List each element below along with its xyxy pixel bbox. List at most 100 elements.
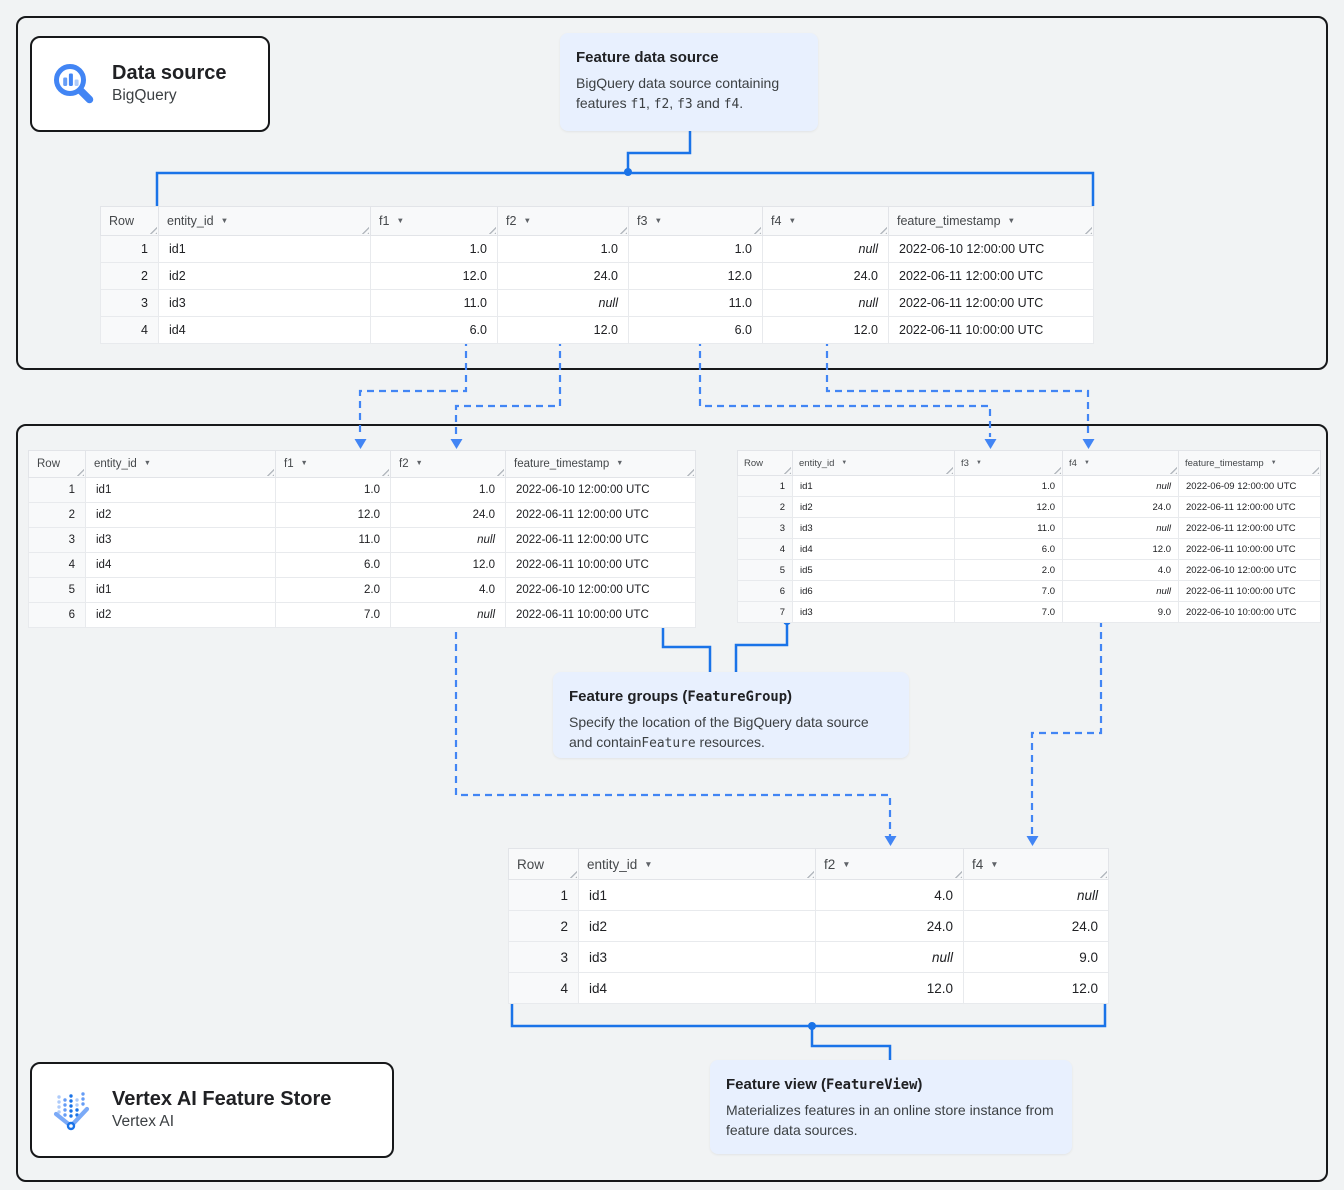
table-cell: id3 bbox=[578, 941, 816, 973]
table-cell: null bbox=[497, 289, 629, 317]
table-cell: 2022-06-11 12:00:00 UTC bbox=[505, 527, 696, 553]
column-resize-grip-icon[interactable] bbox=[782, 465, 791, 474]
column-dropdown-icon[interactable]: ▼ bbox=[654, 216, 663, 225]
column-dropdown-icon[interactable]: ▼ bbox=[1270, 459, 1277, 466]
column-resize-grip-icon[interactable] bbox=[618, 225, 627, 234]
table-cell: 2022-06-10 12:00:00 UTC bbox=[888, 235, 1094, 263]
column-resize-grip-icon[interactable] bbox=[495, 467, 504, 476]
column-dropdown-icon[interactable]: ▼ bbox=[975, 459, 982, 466]
table-cell: null bbox=[1062, 475, 1179, 497]
text-segment: . bbox=[739, 95, 744, 112]
column-resize-grip-icon[interactable] bbox=[685, 467, 694, 476]
table-cell: 7.0 bbox=[954, 601, 1063, 623]
column-resize-grip-icon[interactable] bbox=[878, 225, 887, 234]
column-resize-grip-icon[interactable] bbox=[1098, 869, 1107, 878]
column-label: f3 bbox=[961, 457, 969, 469]
column-dropdown-icon[interactable]: ▼ bbox=[616, 459, 624, 467]
column-dropdown-icon[interactable]: ▼ bbox=[300, 459, 308, 467]
table-cell: 4.0 bbox=[815, 879, 964, 911]
table-cell: id5 bbox=[792, 559, 955, 581]
table-cell: id4 bbox=[578, 972, 816, 1004]
column-dropdown-icon[interactable]: ▼ bbox=[396, 216, 405, 225]
table-cell: 2.0 bbox=[275, 577, 391, 603]
callout-body: Specify the location of the BigQuery dat… bbox=[569, 712, 893, 754]
table-cell: 6.0 bbox=[275, 552, 391, 578]
table-cell: null bbox=[1062, 517, 1179, 539]
table-cell: id3 bbox=[85, 527, 276, 553]
column-dropdown-icon[interactable]: ▼ bbox=[644, 858, 653, 869]
text-segment: resources. bbox=[695, 734, 765, 751]
table-cell: null bbox=[390, 602, 506, 628]
card-subtitle: BigQuery bbox=[112, 87, 177, 105]
row-number-cell: 5 bbox=[737, 559, 793, 581]
feature-store-section-frame bbox=[16, 424, 1328, 1182]
column-header-feature_timestamp: feature_timestamp ▼ bbox=[888, 206, 1094, 236]
column-dropdown-icon[interactable]: ▼ bbox=[220, 216, 229, 225]
column-dropdown-icon[interactable]: ▼ bbox=[1083, 459, 1090, 466]
column-label: feature_timestamp bbox=[1185, 457, 1264, 469]
column-resize-grip-icon[interactable] bbox=[360, 225, 369, 234]
column-resize-grip-icon[interactable] bbox=[1310, 465, 1319, 474]
column-resize-grip-icon[interactable] bbox=[752, 225, 761, 234]
column-header-f2: f2▼ bbox=[497, 206, 629, 236]
column-dropdown-icon[interactable]: ▼ bbox=[523, 216, 532, 225]
text-segment: Materializes features in an online store… bbox=[726, 1102, 1054, 1139]
table-cell: id6 bbox=[792, 580, 955, 602]
table-cell: 12.0 bbox=[963, 972, 1109, 1004]
column-dropdown-icon[interactable]: ▼ bbox=[990, 858, 999, 869]
table-cell: null bbox=[1062, 580, 1179, 602]
text-segment: BigQuery data source containing features bbox=[576, 75, 780, 112]
table-cell: null bbox=[815, 941, 964, 973]
column-label: Row bbox=[109, 214, 135, 228]
table-cell: 24.0 bbox=[762, 262, 889, 290]
feature-view-callout: Feature view (FeatureView) Materializes … bbox=[710, 1060, 1072, 1154]
column-resize-grip-icon[interactable] bbox=[1083, 225, 1092, 234]
column-resize-grip-icon[interactable] bbox=[265, 467, 274, 476]
table-cell: 12.0 bbox=[390, 552, 506, 578]
callout-title: Feature groups (FeatureGroup) bbox=[569, 688, 893, 705]
text-segment: , bbox=[646, 95, 654, 112]
inline-code: f1 bbox=[630, 97, 646, 113]
row-number-cell: 1 bbox=[737, 475, 793, 497]
column-label: feature_timestamp bbox=[897, 214, 1001, 228]
column-resize-grip-icon[interactable] bbox=[487, 225, 496, 234]
column-resize-grip-icon[interactable] bbox=[568, 869, 577, 878]
table-cell: 11.0 bbox=[628, 289, 763, 317]
column-resize-grip-icon[interactable] bbox=[944, 465, 953, 474]
table-cell: 2022-06-09 12:00:00 UTC bbox=[1178, 475, 1321, 497]
text-segment: Feature view ( bbox=[726, 1076, 827, 1093]
column-dropdown-icon[interactable]: ▼ bbox=[143, 459, 151, 467]
column-resize-grip-icon[interactable] bbox=[1052, 465, 1061, 474]
column-header-f1: f1 ▼ bbox=[370, 206, 498, 236]
callout-title: Feature view (FeatureView) bbox=[726, 1076, 1056, 1093]
row-number-cell: 4 bbox=[737, 538, 793, 560]
column-dropdown-icon[interactable]: ▼ bbox=[788, 216, 797, 225]
table-cell: 4.0 bbox=[1062, 559, 1179, 581]
column-dropdown-icon[interactable]: ▼ bbox=[841, 459, 848, 466]
column-header-f4: f4▼ bbox=[762, 206, 889, 236]
column-resize-grip-icon[interactable] bbox=[148, 225, 157, 234]
column-resize-grip-icon[interactable] bbox=[805, 869, 814, 878]
column-resize-grip-icon[interactable] bbox=[953, 869, 962, 878]
column-dropdown-icon[interactable]: ▼ bbox=[415, 459, 423, 467]
column-dropdown-icon[interactable]: ▼ bbox=[1007, 216, 1016, 225]
vertex-ai-icon bbox=[53, 1092, 90, 1131]
column-label: feature_timestamp bbox=[514, 458, 610, 470]
column-header-row: Row bbox=[737, 450, 793, 476]
column-dropdown-icon[interactable]: ▼ bbox=[842, 858, 851, 869]
column-resize-grip-icon[interactable] bbox=[1168, 465, 1177, 474]
column-resize-grip-icon[interactable] bbox=[380, 467, 389, 476]
table-cell: 2022-06-11 10:00:00 UTC bbox=[888, 316, 1094, 344]
column-resize-grip-icon[interactable] bbox=[75, 467, 84, 476]
table-cell: id2 bbox=[578, 910, 816, 942]
column-label: f1 bbox=[379, 214, 390, 228]
